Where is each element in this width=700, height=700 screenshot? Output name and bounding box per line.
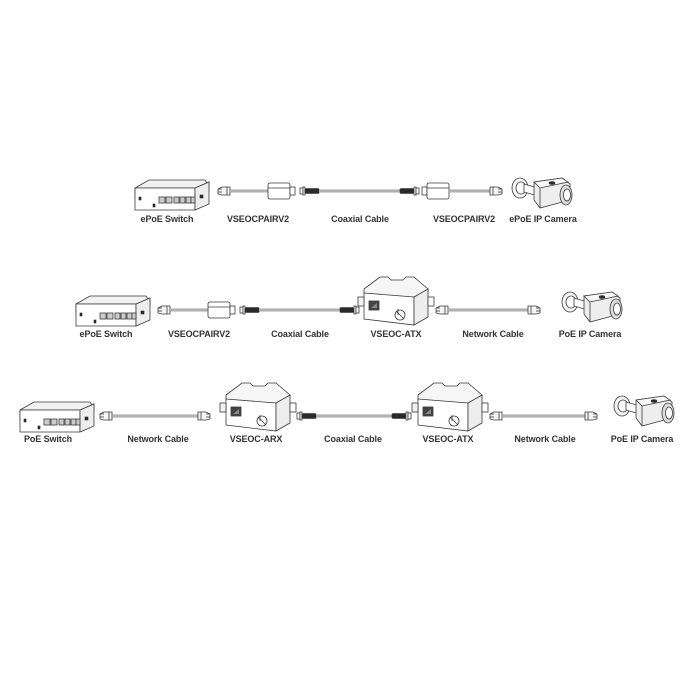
row-2: [75, 276, 623, 327]
bnc-connector-icon: [299, 186, 320, 196]
label-epoe-ip-camera: ePoE IP Camera: [509, 214, 577, 224]
label-poe-ip-camera: PoE IP Camera: [558, 329, 622, 339]
label-vseoc-atx: VSEOC-ATX: [370, 329, 422, 339]
switch-icon: [134, 179, 210, 211]
bnc-connector-icon: [399, 186, 420, 196]
rj45-plug-icon: [584, 411, 598, 421]
adapter-pair-icon: [267, 182, 296, 200]
bnc-connector-icon: [391, 411, 412, 421]
rj45-plug-icon: [435, 305, 449, 315]
label-vseoc-arx: VSEOC-ARX: [229, 434, 283, 444]
transmitter-box-icon: [357, 276, 435, 326]
camera-icon: [561, 291, 623, 323]
rj45-plug-icon: [197, 411, 211, 421]
label-coaxial-cable: Coaxial Cable: [271, 329, 329, 339]
label-poe-ip-camera: PoE IP Camera: [610, 434, 674, 444]
receiver-box-icon: [219, 382, 297, 432]
label-network-cable: Network Cable: [514, 434, 576, 444]
label-coaxial-cable: Coaxial Cable: [324, 434, 382, 444]
rj45-plug-icon: [99, 411, 113, 421]
label-epoe-switch: ePoE Switch: [79, 329, 133, 339]
rj45-plug-icon: [157, 305, 171, 315]
rj45-plug-icon: [217, 186, 231, 196]
adapter-pair-icon: [421, 182, 450, 200]
label-network-cable: Network Cable: [462, 329, 524, 339]
label-vseocpairv2: VSEOCPAIRV2: [226, 214, 290, 224]
label-vseoc-atx: VSEOC-ATX: [422, 434, 474, 444]
switch-icon: [19, 401, 95, 433]
label-epoe-switch: ePoE Switch: [140, 214, 194, 224]
rj45-plug-icon: [489, 186, 503, 196]
bnc-connector-icon: [339, 305, 360, 315]
label-network-cable: Network Cable: [127, 434, 189, 444]
bnc-connector-icon: [296, 411, 317, 421]
row-1: [134, 177, 573, 211]
label-poe-switch: PoE Switch: [23, 434, 73, 444]
row-3: [19, 382, 675, 433]
camera-icon: [613, 395, 675, 427]
transmitter-box-icon: [411, 382, 489, 432]
camera-icon: [511, 177, 573, 209]
label-coaxial-cable: Coaxial Cable: [331, 214, 389, 224]
rj45-plug-icon: [489, 411, 503, 421]
label-vseocpairv2: VSEOCPAIRV2: [432, 214, 496, 224]
rj45-plug-icon: [527, 305, 541, 315]
switch-icon: [75, 295, 151, 327]
adapter-pair-icon: [207, 301, 236, 319]
bnc-connector-icon: [239, 305, 260, 315]
label-vseocpairv2: VSEOCPAIRV2: [167, 329, 231, 339]
